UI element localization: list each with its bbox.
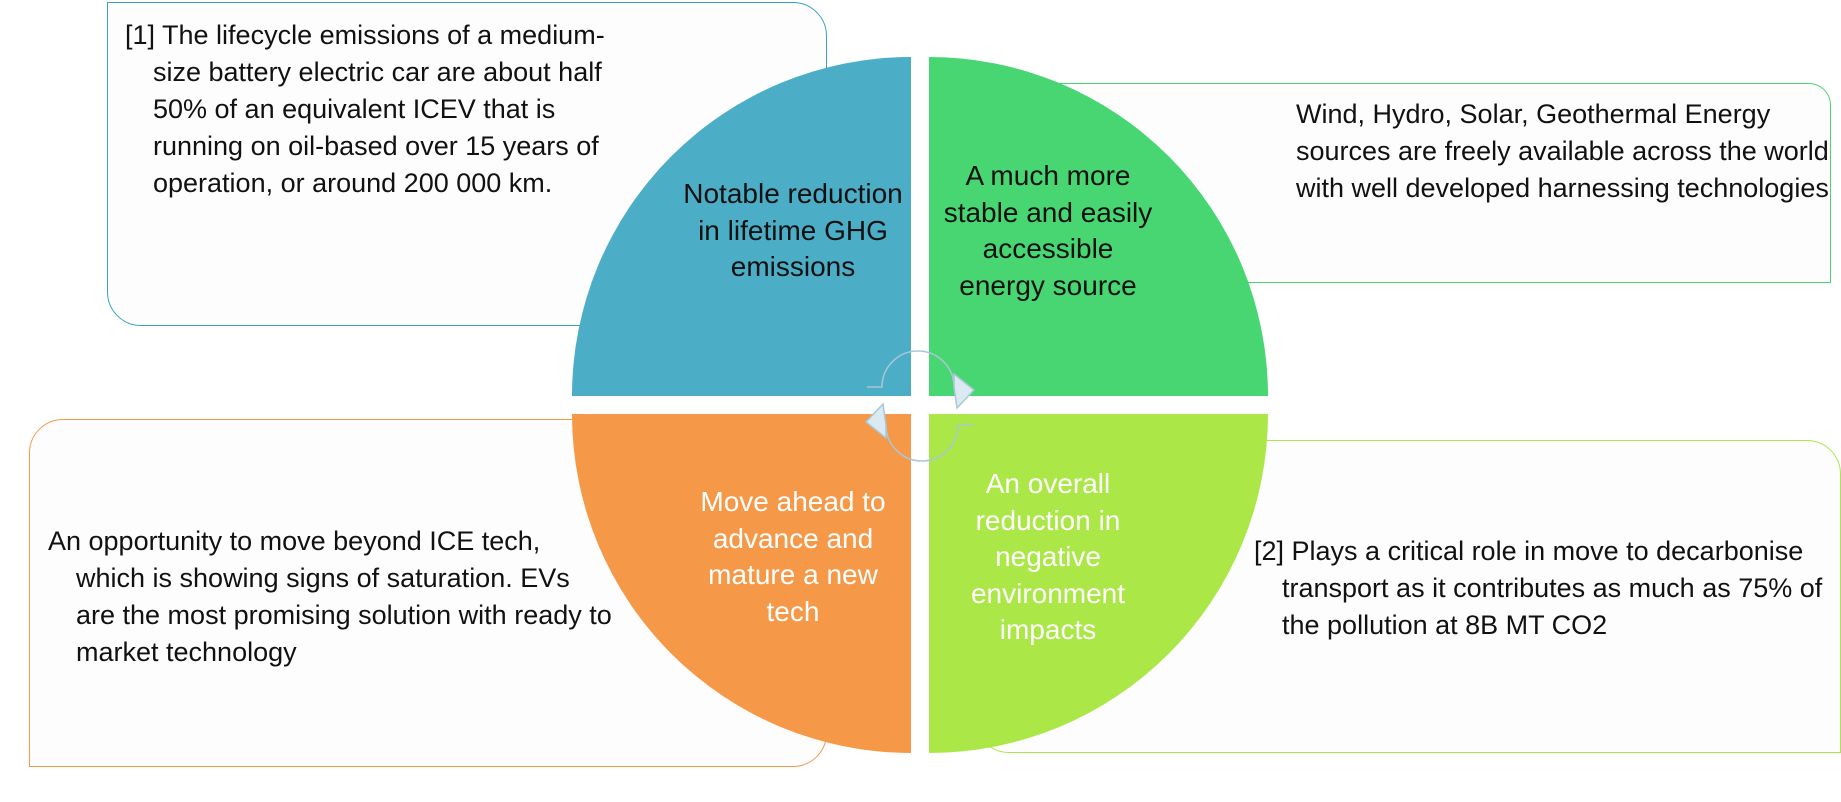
- note-bottom-right: [2] Plays a critical role in move to dec…: [1254, 536, 1823, 640]
- quadrant-label-bottom-right: An overall reduction in negative environ…: [970, 468, 1126, 645]
- note-top-right: Wind, Hydro, Solar, Geothermal Energy so…: [1296, 99, 1829, 203]
- quadrant-bottom-right: [929, 414, 1268, 753]
- note-top-left: [1] The lifecycle emissions of a medium-…: [125, 20, 605, 198]
- cycle-arrow-top: [867, 350, 976, 410]
- quadrant-label-bottom-left: Move ahead to advance and mature a new t…: [700, 486, 886, 627]
- cycle-arrow-bottom: [864, 402, 973, 462]
- quadrant-label-top-right: A much more stable and easily accessible…: [943, 160, 1153, 301]
- note-bottom-left: An opportunity to move beyond ICE tech, …: [48, 526, 612, 667]
- quadrant-top-left: [572, 57, 911, 396]
- quadrant-label-top-left: Notable reduction in lifetime GHG emissi…: [683, 178, 903, 282]
- quadrant-bottom-left: [572, 414, 911, 753]
- quadrant-top-right: [929, 57, 1268, 396]
